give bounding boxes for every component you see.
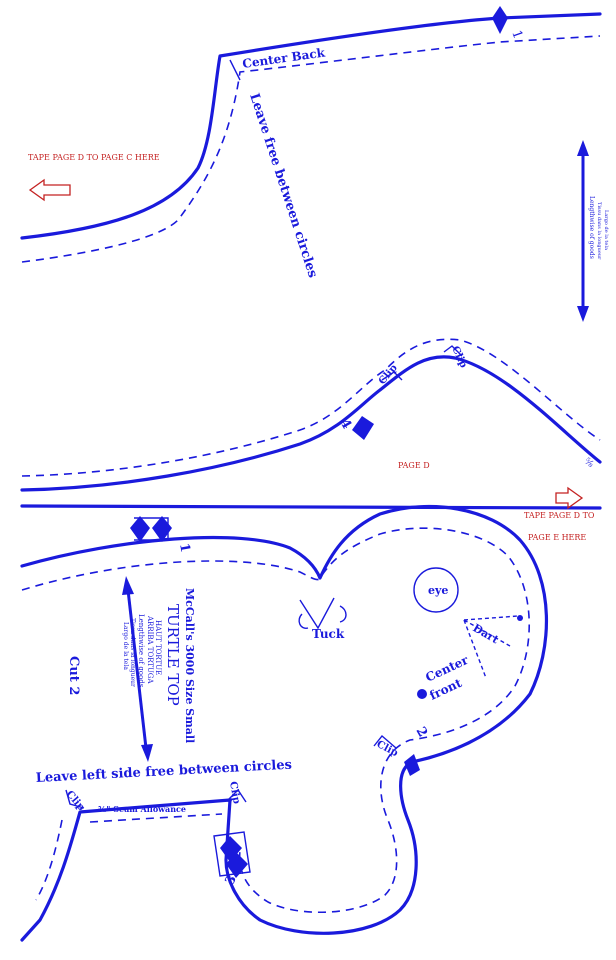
top-seam-line — [21, 35, 601, 263]
tape-note-d-to-c: TAPE PAGE D TO PAGE C HERE — [28, 153, 160, 202]
eye-label: eye — [428, 584, 448, 597]
arrow-down-icon — [577, 306, 589, 322]
center-front-dot — [417, 689, 427, 699]
clip-bracket-bottom-1 — [373, 734, 397, 749]
notch-number-1-bottom: 1 — [176, 542, 192, 554]
center-back-line — [229, 59, 241, 81]
eye-circle — [413, 567, 459, 613]
notch-diamond-4 — [352, 416, 374, 440]
middle-upper-cut-line — [20, 355, 602, 492]
tuck-label: Tuck — [312, 627, 345, 641]
leave-free-label: Leave free between circles — [246, 92, 320, 280]
brand-line: McCall's 3000 Size Small — [183, 588, 196, 743]
tape-d-to-e-line2: PAGE E HERE — [528, 533, 586, 542]
turtle-top-cut-line — [20, 504, 548, 942]
arrow-up-icon — [577, 140, 589, 156]
top-cut-line — [20, 12, 602, 240]
clip-label-bottom-2: Clip — [64, 789, 87, 813]
notch-double-diamond-3 — [220, 836, 248, 878]
clip-bracket-bottom-2 — [65, 789, 85, 809]
turtle-top-piece: 1 2 3 Tuck eye Dart Center — [20, 504, 548, 942]
pattern-title: TURTLE TOP — [164, 604, 182, 706]
middle-upper-seam-line — [21, 338, 601, 477]
center-front-mark: Center front — [417, 653, 471, 703]
grain-main-text-2: Tissu dans la longueur — [129, 618, 136, 687]
dart-lines — [463, 615, 519, 679]
tuck-mark: Tuck — [298, 597, 347, 641]
grainline-main-shaft — [126, 589, 148, 749]
pattern-sub-fr: HAUT TORTUE — [154, 620, 162, 675]
tuck-lines — [299, 597, 335, 630]
tuck-arrow-right — [339, 605, 347, 623]
grain-main-text-1: Lengthwise of goods — [137, 614, 145, 688]
dart-point — [517, 615, 523, 621]
middle-band-piece: 4 Clip Clip ⅝ PAGE D — [20, 338, 602, 510]
grainline-main — [122, 576, 153, 762]
arrow-right-icon — [555, 486, 584, 510]
tape-d-to-c-label: TAPE PAGE D TO PAGE C HERE — [28, 153, 160, 162]
clip-label-bottom-1: Clip — [375, 739, 400, 759]
notch-box-1 — [134, 517, 169, 541]
clip-bracket-middle-2 — [443, 345, 463, 357]
page-d-label: PAGE D — [398, 461, 430, 470]
notch-number-4: 4 — [337, 417, 355, 432]
turtle-top-seam-line — [21, 527, 531, 914]
notch-box-3 — [213, 831, 251, 877]
pattern-sub-es: ARRIBA TORTUGA — [146, 615, 154, 685]
pattern-title-block: McCall's 3000 Size Small TURTLE TOP HAUT… — [122, 588, 196, 743]
notch-diamond-1-top — [492, 6, 508, 34]
arrow-left-icon — [28, 178, 71, 202]
clip-bracket-middle-1 — [381, 371, 403, 381]
notch-number-1-top: 1 — [508, 28, 525, 41]
arrow-up-icon — [122, 576, 134, 595]
tuck-arrow-left — [298, 613, 309, 629]
turtle-left-seam — [35, 819, 63, 901]
leave-left-free-label: Leave left side free between circles — [35, 758, 292, 786]
seam-allowance-label: ⅝" Seam Allowance — [98, 804, 186, 814]
turtle-bottom-seam — [89, 813, 223, 823]
notch-diamond-2 — [404, 754, 420, 776]
grain-main-text-3: Largo de la tela — [122, 622, 129, 670]
clip-bracket-bottom-3 — [227, 788, 247, 803]
seam-mark-middle: ⅝ — [582, 457, 595, 470]
middle-lower-cut-line — [20, 504, 602, 510]
tape-d-to-e-line1: TAPE PAGE D TO — [524, 511, 595, 520]
top-pattern-piece: 1 Center Back Leave free between circles — [20, 6, 602, 280]
grain-top-text-3: Largo de la tela — [603, 210, 609, 250]
arrow-down-icon — [141, 744, 153, 762]
dart-mark: Dart — [463, 615, 523, 679]
grain-top-text-2: Tissu dans la longueur — [596, 202, 602, 260]
cut-2-label: Cut 2 — [66, 656, 81, 695]
tape-note-d-to-e: TAPE PAGE D TO PAGE E HERE — [524, 486, 595, 542]
dart-label: Dart — [471, 621, 502, 646]
notch-double-diamond-1 — [130, 516, 172, 542]
clip-label-bottom-3: Clip — [227, 781, 242, 805]
eye-marking: eye — [413, 567, 459, 613]
grainline-top-right: Lengthwise of goods Tissu dans la longue… — [577, 140, 609, 322]
grain-top-text-1: Lengthwise of goods — [588, 196, 595, 259]
